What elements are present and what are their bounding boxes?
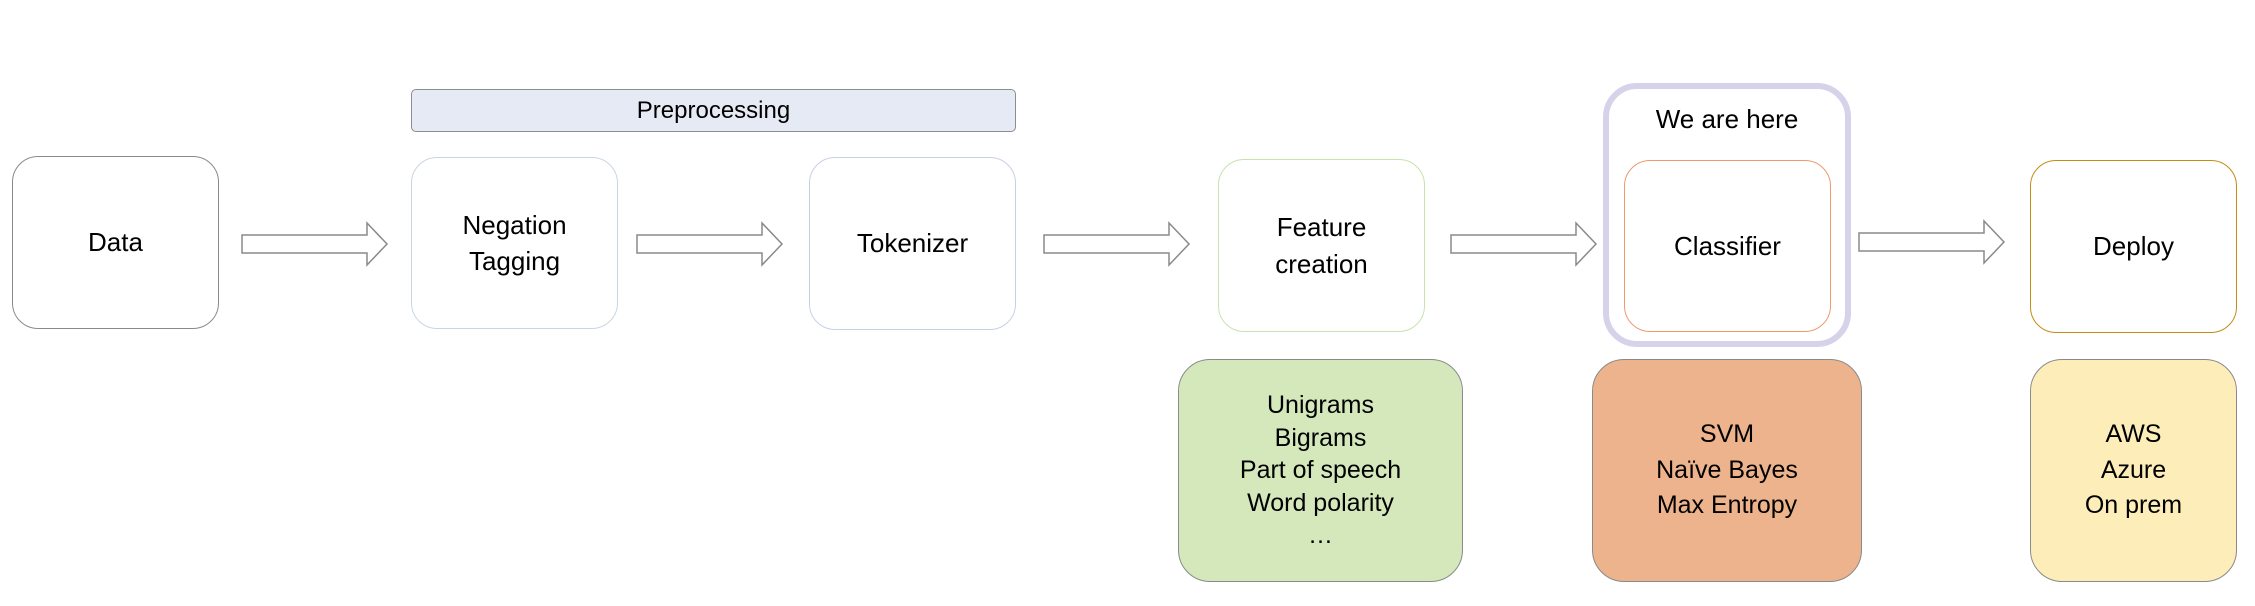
arrow-icon bbox=[1450, 221, 1598, 267]
preprocessing-label: Preprocessing bbox=[636, 96, 791, 124]
detail-deployment: AWS Azure On prem bbox=[2030, 359, 2237, 582]
stage-deploy: Deploy bbox=[2030, 160, 2237, 333]
list-item: Bigrams bbox=[1274, 423, 1367, 452]
stage-tokenizer-label: Tokenizer bbox=[856, 228, 969, 259]
detail-features: Unigrams Bigrams Part of speech Word pol… bbox=[1178, 359, 1463, 582]
stage-feature-creation: Feature creation bbox=[1218, 159, 1425, 332]
stage-negation-tagging: Negation Tagging bbox=[411, 157, 618, 329]
arrow-icon bbox=[636, 221, 784, 267]
list-item: On prem bbox=[2084, 491, 2183, 520]
list-item: … bbox=[1308, 521, 1333, 550]
stage-data-label: Data bbox=[88, 227, 143, 258]
detail-classifiers-list: SVM Naïve Bayes Max Entropy bbox=[1656, 417, 1798, 524]
list-item: SVM bbox=[1699, 420, 1755, 449]
detail-features-list: Unigrams Bigrams Part of speech Word pol… bbox=[1240, 389, 1401, 552]
stage-classifier-label: Classifier bbox=[1674, 230, 1781, 261]
stage-tokenizer: Tokenizer bbox=[809, 157, 1016, 330]
detail-deployment-list: AWS Azure On prem bbox=[2085, 417, 2182, 524]
list-item: Unigrams bbox=[1267, 391, 1374, 420]
list-item: AWS bbox=[2105, 420, 2162, 449]
we-are-here-label: We are here bbox=[1655, 104, 1799, 134]
detail-classifiers: SVM Naïve Bayes Max Entropy bbox=[1592, 359, 1862, 582]
list-item: Max Entropy bbox=[1656, 491, 1798, 520]
stage-classifier: Classifier bbox=[1624, 160, 1831, 332]
stage-feature-creation-label: Feature creation bbox=[1275, 212, 1368, 279]
stage-data: Data bbox=[12, 156, 219, 329]
list-item: Azure bbox=[2100, 455, 2167, 484]
stage-deploy-label: Deploy bbox=[2093, 231, 2174, 262]
arrow-icon bbox=[1858, 219, 2006, 265]
arrow-icon bbox=[1043, 221, 1191, 267]
list-item: Word polarity bbox=[1247, 488, 1394, 517]
preprocessing-banner: Preprocessing bbox=[411, 89, 1016, 132]
stage-negation-tagging-label: Negation Tagging bbox=[462, 209, 567, 276]
arrow-icon bbox=[241, 221, 389, 267]
list-item: Naïve Bayes bbox=[1656, 455, 1798, 484]
list-item: Part of speech bbox=[1239, 456, 1402, 485]
